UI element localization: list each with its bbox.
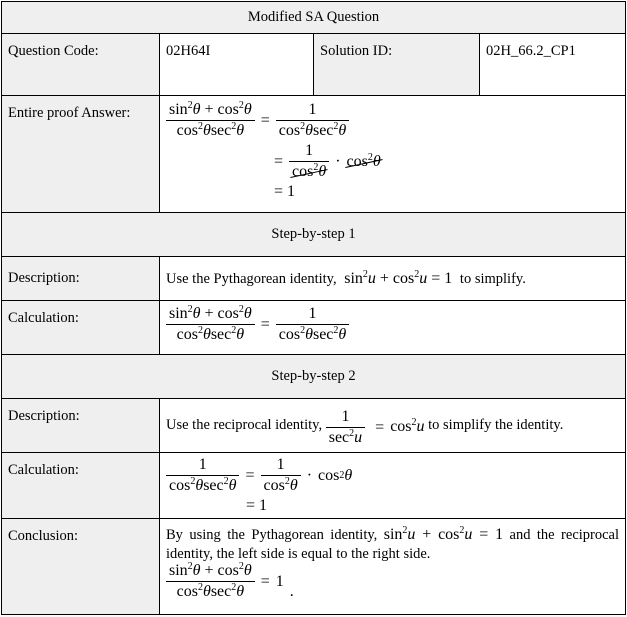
conclusion-end: . (289, 583, 294, 601)
step1-desc-pre: Use the Pythagorean identity, (166, 270, 337, 287)
step1-desc-post: to simplify. (459, 270, 526, 287)
question-code-value: 02H64I (159, 33, 314, 96)
entire-proof-math: sin2θ + cos2θ cos2θsec2θ = 1 cos2θsec2θ … (159, 95, 626, 213)
solution-id-label: Solution ID: (313, 33, 480, 96)
step2-description-label: Description: (1, 398, 160, 453)
conclusion-pre: By using the Pythagorean identity, (166, 527, 378, 543)
question-code-label: Question Code: (1, 33, 160, 96)
entire-proof-label: Entire proof Answer: (1, 95, 160, 213)
step1-title: Step-by-step 1 (1, 212, 626, 257)
step1-description-label: Description: (1, 256, 160, 301)
solution-id-value: 02H_66.2_CP1 (479, 33, 626, 96)
step2-desc-pre: Use the reciprocal identity, (166, 417, 323, 434)
step1-calculation: sin2θ + cos2θ cos2θsec2θ = 1 cos2θsec2θ (159, 300, 626, 355)
step2-calculation-label: Calculation: (1, 452, 160, 519)
conclusion-label: Conclusion: (1, 518, 160, 615)
sheet-title: Modified SA Question (1, 1, 626, 34)
step2-desc-post: to simplify the identity. (428, 417, 564, 434)
step1-calculation-label: Calculation: (1, 300, 160, 355)
step1-description: Use the Pythagorean identity, sin2u + co… (159, 256, 626, 301)
conclusion-mid: and the reciprocal identity, the left si… (166, 527, 620, 562)
conclusion: By using the Pythagorean identity, sin2u… (159, 518, 626, 615)
step2-title: Step-by-step 2 (1, 354, 626, 399)
step2-description: Use the reciprocal identity, 1 sec2u =co… (159, 398, 626, 453)
lhs-fraction: sin2θ + cos2θ cos2θsec2θ (166, 100, 255, 141)
